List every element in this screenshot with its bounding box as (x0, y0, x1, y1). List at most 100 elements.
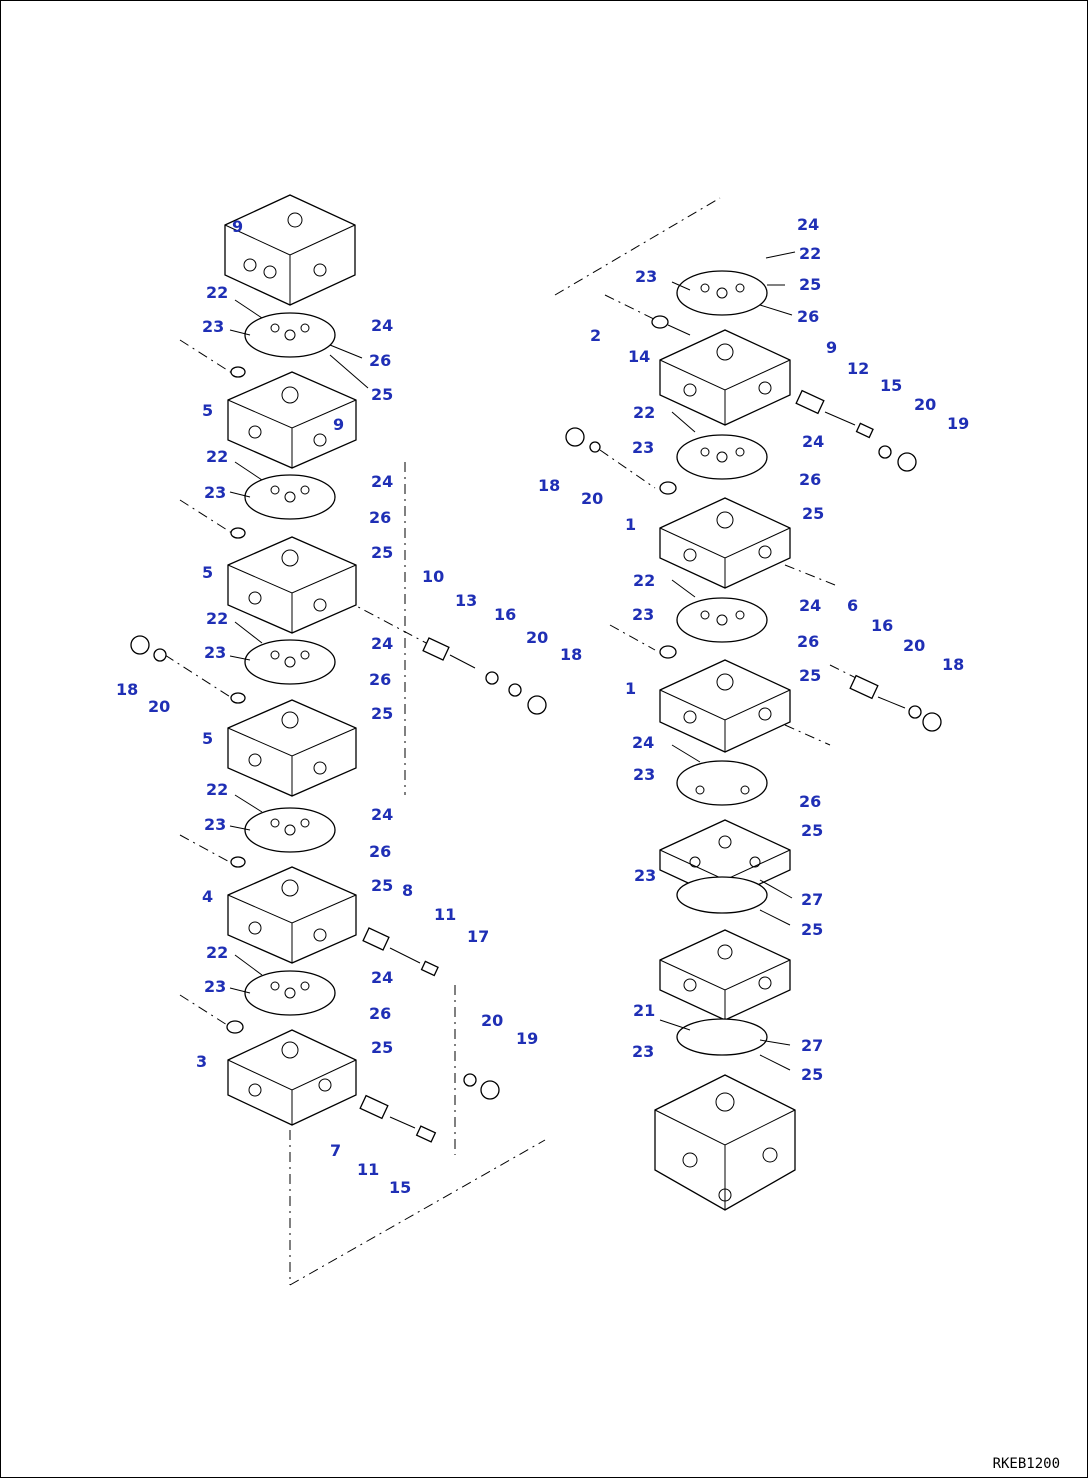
callout-25: 25 (802, 504, 824, 523)
gaskets-right (676, 270, 768, 1056)
valve-block-left-5 (227, 866, 357, 964)
callout-5: 5 (202, 401, 213, 420)
valve-block-right-3 (659, 659, 791, 753)
callout-20: 20 (914, 395, 936, 414)
valve-block-right-bottom (654, 1074, 796, 1211)
callout-23: 23 (634, 866, 656, 885)
callout-23: 23 (204, 483, 226, 502)
callout-6: 6 (847, 596, 858, 615)
valve-block-right-5 (659, 929, 791, 1021)
drawing-id: RKEB1200 (992, 1456, 1060, 1472)
callout-26: 26 (369, 842, 391, 861)
callout-24: 24 (632, 733, 654, 752)
callout-26: 26 (799, 470, 821, 489)
valve-block-left-3 (227, 536, 357, 634)
callout-26: 26 (369, 508, 391, 527)
valve-block-left-bottom (227, 1029, 357, 1126)
callout-24: 24 (799, 596, 821, 615)
leader-lines (229, 251, 796, 1071)
callout-24: 24 (371, 472, 393, 491)
callout-18: 18 (116, 680, 138, 699)
valve-block-left-4 (227, 699, 357, 797)
callout-9: 9 (333, 415, 344, 434)
callout-26: 26 (369, 351, 391, 370)
callout-20: 20 (581, 489, 603, 508)
callout-24: 24 (371, 634, 393, 653)
callouts-right: 24 22 23 25 26 2 14 9 12 15 20 19 22 23 … (538, 215, 969, 1084)
callout-7: 7 (330, 1141, 341, 1160)
callout-25: 25 (799, 275, 821, 294)
callout-11: 11 (357, 1160, 379, 1179)
callout-24: 24 (371, 968, 393, 987)
callout-25: 25 (371, 385, 393, 404)
callout-23: 23 (632, 1042, 654, 1061)
callout-25: 25 (799, 666, 821, 685)
callout-16: 16 (871, 616, 893, 635)
callout-8: 8 (402, 881, 413, 900)
callout-23: 23 (633, 765, 655, 784)
centerlines (164, 197, 861, 1286)
callout-3: 3 (196, 1052, 207, 1071)
callout-26: 26 (369, 1004, 391, 1023)
callout-26: 26 (369, 670, 391, 689)
callout-22: 22 (799, 244, 821, 263)
callout-14: 14 (628, 347, 650, 366)
callout-25: 25 (371, 704, 393, 723)
callout-19: 19 (516, 1029, 538, 1048)
callout-26: 26 (797, 632, 819, 651)
callout-25: 25 (371, 543, 393, 562)
callout-24: 24 (802, 432, 824, 451)
callout-22: 22 (206, 780, 228, 799)
callout-16: 16 (494, 605, 516, 624)
callout-20: 20 (903, 636, 925, 655)
callout-22: 22 (206, 447, 228, 466)
callout-23: 23 (635, 267, 657, 286)
callout-9: 9 (826, 338, 837, 357)
callout-11: 11 (434, 905, 456, 924)
valve-block-left-2 (227, 371, 357, 469)
callout-23: 23 (204, 977, 226, 996)
callout-12: 12 (847, 359, 869, 378)
callout-18: 18 (538, 476, 560, 495)
valve-block-right-2 (659, 497, 791, 589)
callout-2: 2 (590, 326, 601, 345)
callout-20: 20 (526, 628, 548, 647)
callout-22: 22 (633, 403, 655, 422)
callout-15: 15 (880, 376, 902, 395)
callout-15: 15 (389, 1178, 411, 1197)
callout-18: 18 (942, 655, 964, 674)
callout-4: 4 (202, 887, 213, 906)
callout-13: 13 (455, 591, 477, 610)
callout-19: 19 (947, 414, 969, 433)
callout-23: 23 (202, 317, 224, 336)
callout-25: 25 (371, 1038, 393, 1057)
callout-22: 22 (206, 283, 228, 302)
callout-9: 9 (232, 217, 243, 236)
callout-25: 25 (801, 1065, 823, 1084)
callout-27: 27 (801, 890, 823, 909)
valve-block-right-top (659, 329, 791, 426)
callout-21: 21 (633, 1001, 655, 1020)
callout-23: 23 (204, 643, 226, 662)
callout-26: 26 (797, 307, 819, 326)
callout-17: 17 (467, 927, 489, 946)
valve-block-top-left (224, 194, 356, 306)
callouts-left: 9 22 23 24 26 25 5 9 22 23 24 26 25 5 22… (116, 217, 582, 1197)
callout-26: 26 (799, 792, 821, 811)
callout-5: 5 (202, 563, 213, 582)
callout-23: 23 (204, 815, 226, 834)
callout-23: 23 (632, 438, 654, 457)
callout-27: 27 (801, 1036, 823, 1055)
callout-1: 1 (625, 679, 636, 698)
callout-25: 25 (801, 821, 823, 840)
callout-10: 10 (422, 567, 444, 586)
callout-25: 25 (371, 876, 393, 895)
callout-25: 25 (801, 920, 823, 939)
callout-18: 18 (560, 645, 582, 664)
callout-5: 5 (202, 729, 213, 748)
callout-24: 24 (371, 805, 393, 824)
callout-20: 20 (481, 1011, 503, 1030)
gaskets-left (244, 312, 336, 1016)
